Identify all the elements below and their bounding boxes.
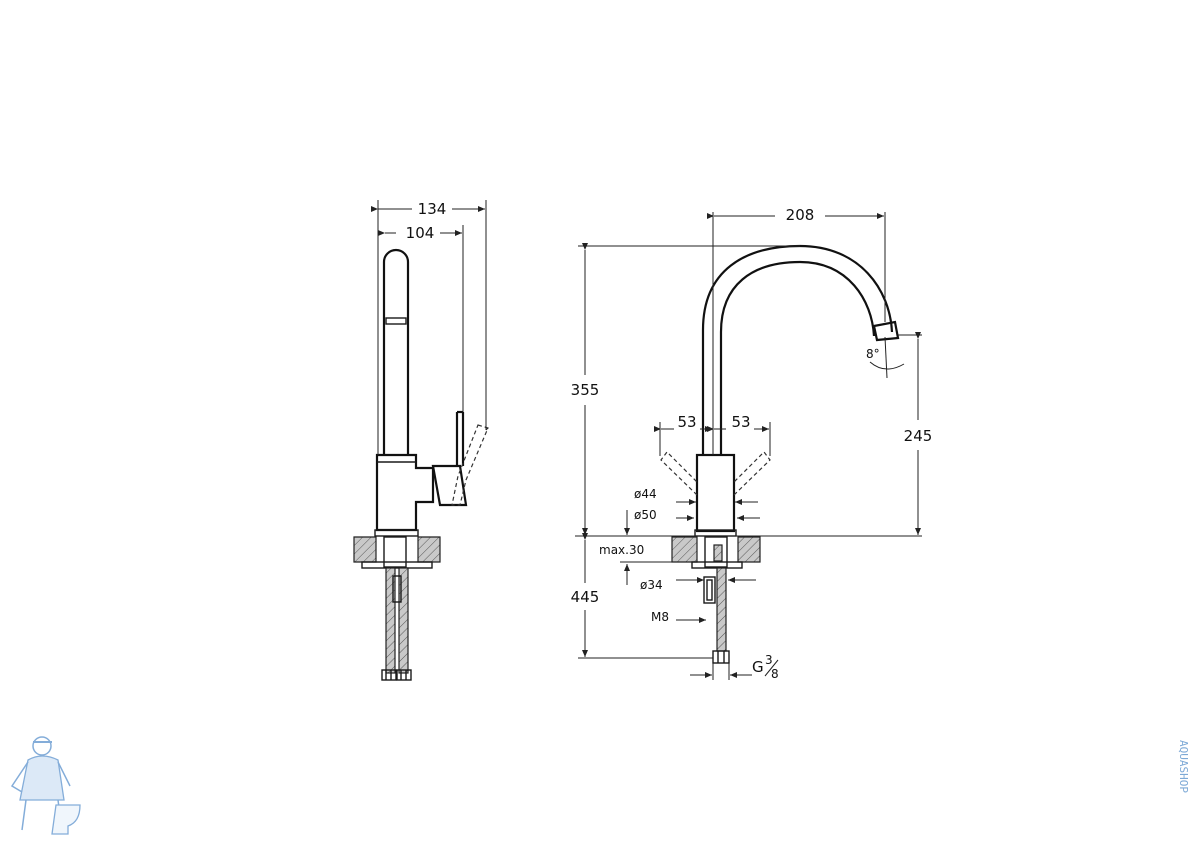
- dim-front-spout-reach: 208: [786, 206, 815, 224]
- side-deck-right: [417, 536, 441, 563]
- front-deck-right: [737, 536, 761, 563]
- side-nut-left: [381, 669, 397, 681]
- watermark-vertical-text: AQUASHOP: [1177, 740, 1190, 793]
- side-lever-handle: [431, 464, 468, 507]
- side-nut-right: [396, 669, 412, 681]
- front-spout-inner: [719, 260, 876, 455]
- dim-front-spout-height: 245: [904, 427, 933, 445]
- dim-hole-diameter: ø34: [640, 578, 663, 592]
- front-nut: [712, 650, 730, 664]
- front-spout-tip: [872, 320, 900, 342]
- dim-spout-angle: 8°: [866, 347, 880, 361]
- dim-body-diameter-lower: ø50: [634, 508, 657, 522]
- dim-connection-num: 3: [765, 653, 773, 667]
- side-body: [375, 453, 435, 532]
- dim-front-total-height: 355: [571, 381, 600, 399]
- side-aerator: [385, 317, 407, 325]
- side-spout-column: [382, 248, 410, 455]
- side-hose-right: [398, 567, 409, 674]
- plumber-mascot-icon: [10, 736, 81, 835]
- dim-stud-thread: M8: [651, 610, 669, 624]
- dim-body-diameter-upper: ø44: [634, 487, 657, 501]
- dim-connection: G: [752, 658, 764, 676]
- front-view: 208 355 445 245 8° 53 53: [571, 206, 933, 681]
- dim-connection-den: 8: [771, 667, 779, 681]
- dim-deck-thickness: max.30: [599, 543, 644, 557]
- front-lever-left: [660, 451, 698, 496]
- front-body: [695, 453, 736, 533]
- dim-lever-right: 53: [731, 413, 750, 431]
- front-hose: [716, 567, 727, 652]
- dim-front-below-deck: 445: [571, 588, 600, 606]
- front-stud: [703, 576, 716, 604]
- front-deck-left: [671, 536, 698, 563]
- side-deck-left: [353, 536, 377, 563]
- side-view: 134 104: [353, 200, 489, 681]
- dim-side-lever-width: 104: [406, 224, 435, 242]
- dim-side-total-width: 134: [418, 200, 447, 218]
- dim-lever-left: 53: [677, 413, 696, 431]
- front-lever-right: [733, 451, 771, 496]
